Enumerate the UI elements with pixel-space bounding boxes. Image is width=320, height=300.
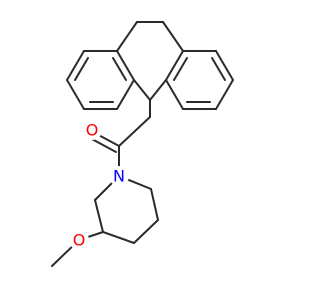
atom-label-amide-n: N bbox=[113, 167, 125, 186]
bonds bbox=[51, 21, 234, 267]
bond bbox=[165, 79, 184, 110]
bond bbox=[116, 79, 135, 110]
bond bbox=[118, 116, 151, 147]
bond bbox=[116, 21, 138, 52]
bond bbox=[89, 137, 117, 153]
methoxy-oxygen: O bbox=[69, 230, 89, 250]
bond bbox=[94, 199, 104, 233]
bond bbox=[74, 57, 89, 81]
amide-nitrogen: N bbox=[109, 166, 129, 186]
bond bbox=[133, 79, 151, 101]
bond bbox=[112, 57, 127, 81]
bond bbox=[133, 219, 159, 244]
label-background bbox=[82, 120, 102, 140]
bond bbox=[150, 188, 159, 221]
bond bbox=[149, 79, 167, 101]
bond bbox=[215, 50, 234, 81]
label-background bbox=[69, 230, 89, 250]
bond bbox=[102, 231, 135, 244]
bond bbox=[165, 50, 184, 81]
molecule-structure: O N O bbox=[51, 21, 234, 267]
bond bbox=[211, 57, 226, 81]
bond bbox=[215, 79, 234, 110]
bond bbox=[162, 21, 184, 52]
bond bbox=[66, 79, 85, 110]
bond bbox=[66, 50, 85, 81]
atom-label-methoxy-o: O bbox=[73, 231, 86, 250]
atom-labels: O N O bbox=[69, 120, 129, 250]
bond bbox=[173, 57, 188, 81]
label-background bbox=[109, 166, 129, 186]
carbonyl-oxygen: O bbox=[82, 120, 102, 140]
atom-label-carbonyl-o: O bbox=[86, 121, 99, 140]
bond bbox=[116, 50, 135, 81]
